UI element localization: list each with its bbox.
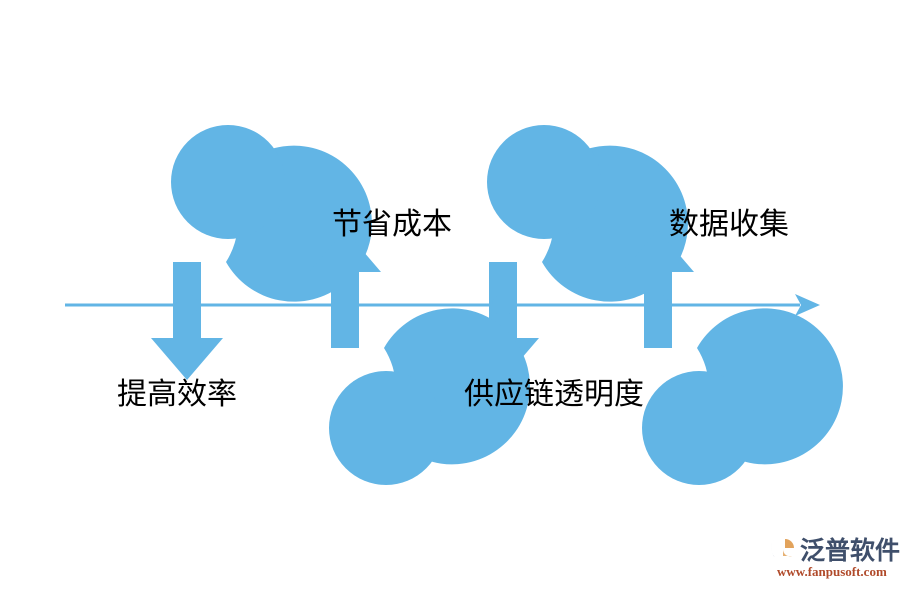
watermark-brand-text: 泛普软件 <box>800 537 900 565</box>
timeline-marker-node-2[interactable] <box>334 294 356 316</box>
watermark-url-text: www.fanpusoft.com <box>777 564 887 579</box>
node-label-supply-chain-transparency: 供应链透明度 <box>464 378 644 411</box>
timeline-marker-node-4[interactable] <box>647 294 669 316</box>
timeline-marker-node-1[interactable] <box>176 294 198 316</box>
watermark: 泛普软件 www.fanpusoft.com <box>770 533 900 585</box>
node-label-data-collection: 数据收集 <box>669 208 789 241</box>
fanpu-arc-logo-icon <box>770 535 794 561</box>
timeline-marker-node-3[interactable] <box>492 294 514 316</box>
node-label-save-cost: 节省成本 <box>332 208 452 241</box>
callout-b-node-4 <box>622 230 843 485</box>
node-label-improve-efficiency: 提高效率 <box>117 378 237 411</box>
